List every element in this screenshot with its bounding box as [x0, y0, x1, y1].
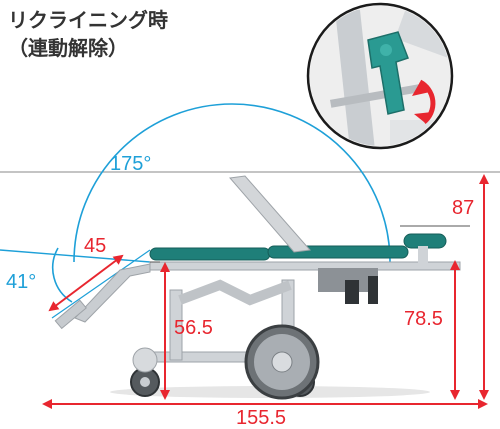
lever-detail-inset [306, 2, 454, 150]
diagram-subtitle: （連動解除） [8, 36, 128, 60]
footrest-angle-label: 41° [6, 271, 36, 293]
release-lever-icon [367, 31, 409, 115]
footrest-length-label: 45 [84, 235, 106, 257]
footrest-frame [74, 263, 151, 323]
headrest [403, 233, 447, 249]
back-cushion [267, 245, 409, 259]
backrest-frame [229, 175, 311, 253]
footrest-length-arrow [48, 254, 124, 312]
armrest-height-label: 78.5 [404, 308, 443, 330]
rotate-arrow-icon [418, 79, 436, 124]
seat-cushion [149, 247, 271, 261]
recline-angle-label: 175° [110, 153, 151, 175]
total-length-label: 155.5 [236, 407, 286, 429]
diagram-title: リクライニング時 [8, 8, 168, 32]
reclining-wheelchair [54, 175, 461, 400]
total-height-label: 87 [452, 197, 474, 219]
recline-angle-arc [73, 103, 391, 263]
seat-height-label: 56.5 [174, 317, 213, 339]
